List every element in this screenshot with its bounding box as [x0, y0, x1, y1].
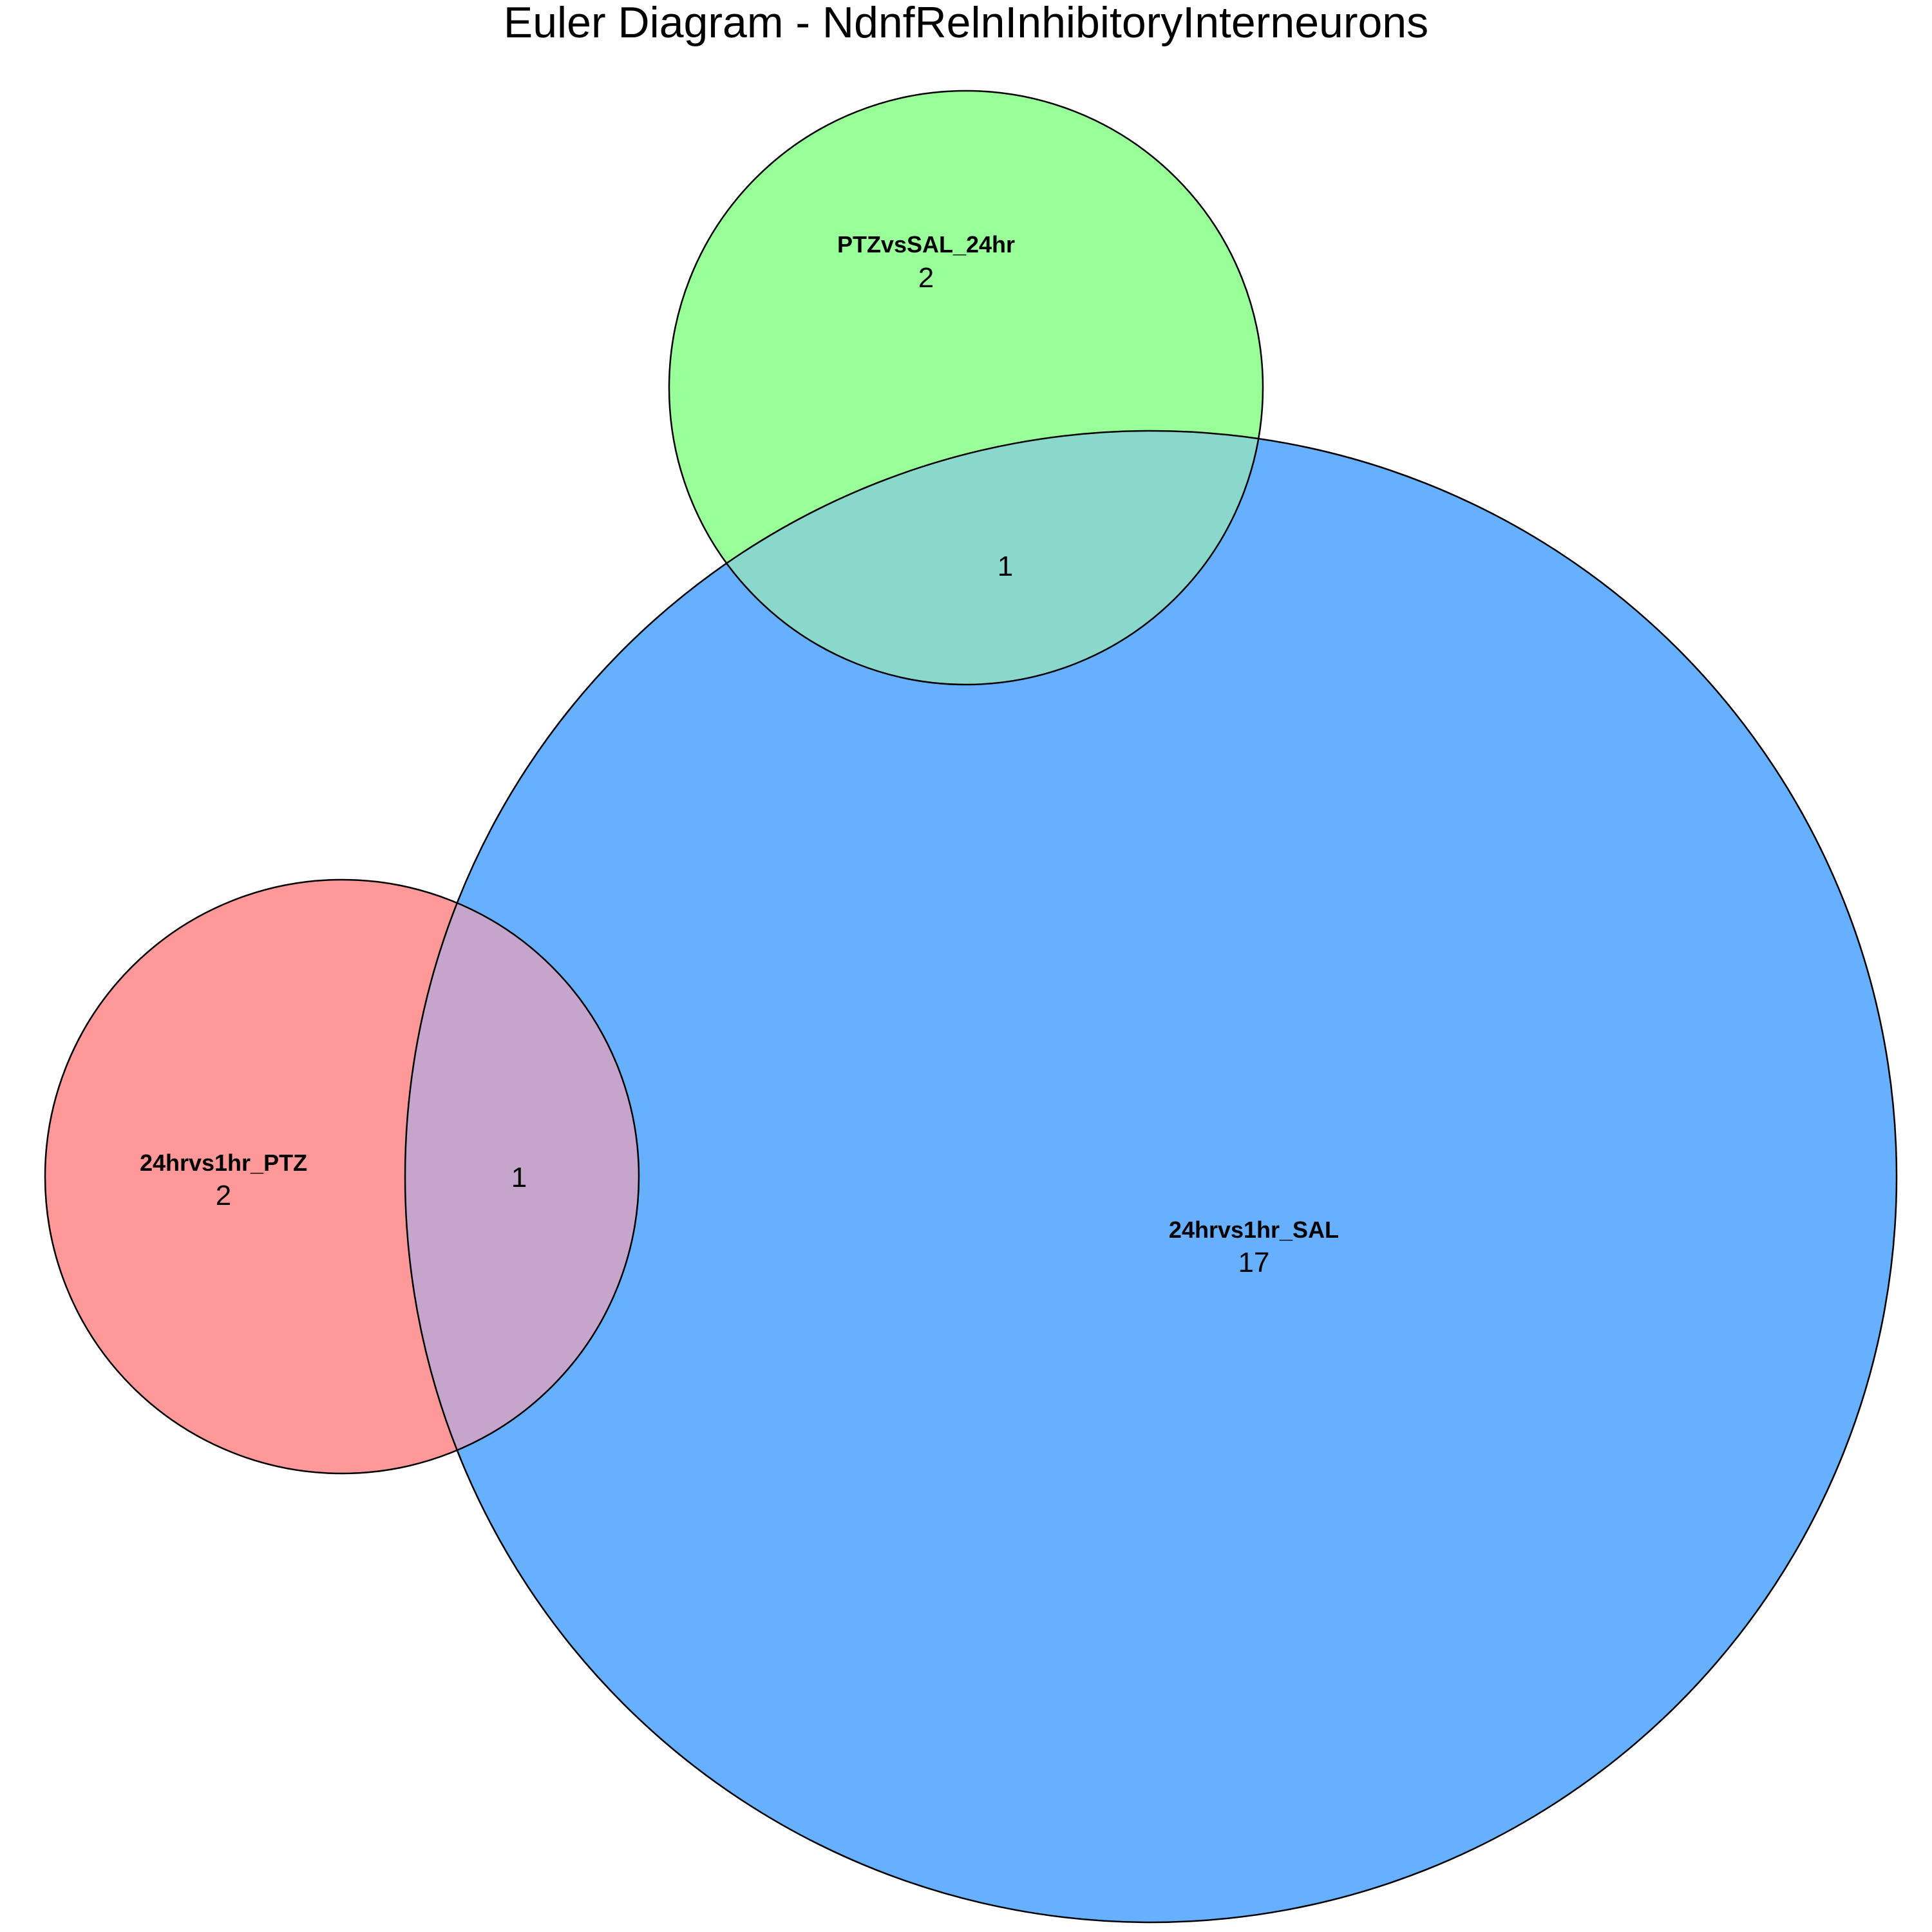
set-outline-ptzvssal-24hr: [668, 90, 1264, 686]
set-circle-24hrvs1hr-sal: [405, 431, 1897, 1922]
set-outline-24hrvs1hr-ptz: [44, 878, 640, 1475]
count-24hrvs1hr-sal-only: 17: [1238, 1247, 1270, 1278]
set-outline-24hrvs1hr-sal: [404, 430, 1898, 1924]
diagram-title: Euler Diagram - NdnfRelnInhibitoryIntern…: [504, 0, 1428, 47]
set-label-24hrvs1hr-ptz: 24hrvs1hr_PTZ: [140, 1150, 307, 1176]
overlap-region-ptz-sal: [405, 880, 639, 1473]
count-overlap-ptz-sal: 1: [511, 1162, 527, 1193]
set-label-ptzvssal-24hr: PTZvsSAL_24hr: [837, 231, 1015, 258]
count-ptzvssal-24hr-only: 2: [918, 262, 934, 294]
overlap-region-ptzvssal-sal: [669, 431, 1263, 685]
set-label-24hrvs1hr-sal: 24hrvs1hr_SAL: [1169, 1217, 1339, 1243]
count-24hrvs1hr-ptz-only: 2: [216, 1180, 231, 1211]
count-overlap-ptzvssal-sal: 1: [998, 551, 1013, 582]
